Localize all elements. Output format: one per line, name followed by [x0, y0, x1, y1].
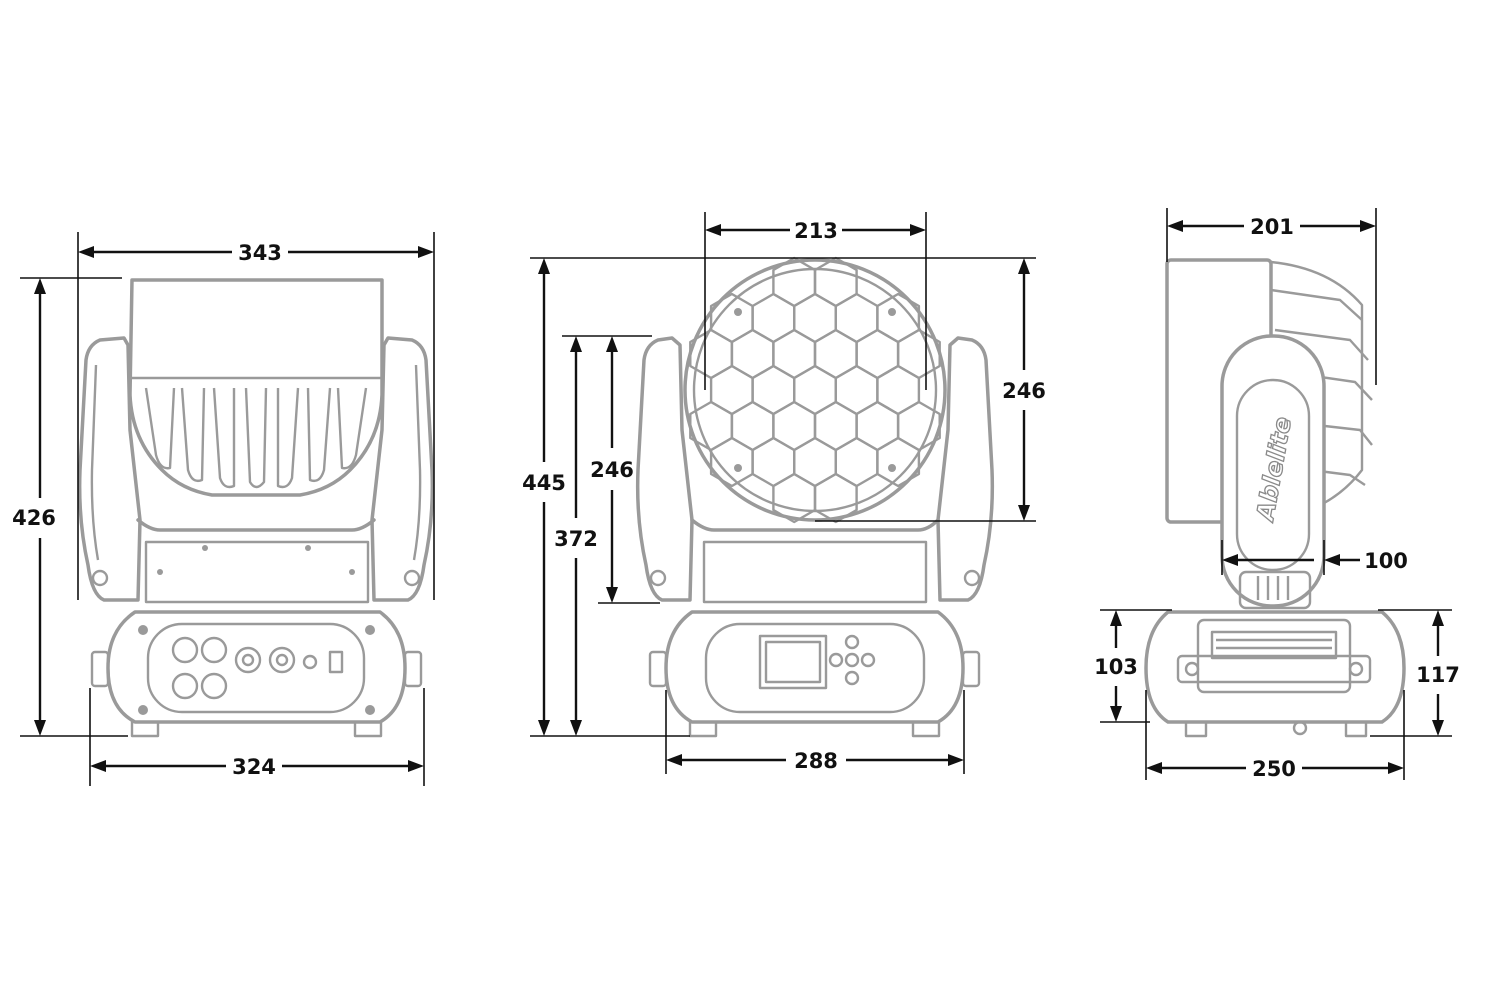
- rear-cooling-fins: [144, 387, 368, 489]
- dim-lens-height: 246: [1002, 379, 1046, 403]
- lcd-display: [758, 634, 828, 690]
- side-base: [1144, 610, 1406, 724]
- dim-total-height: 445: [522, 471, 566, 495]
- dim-arm-height: 372: [554, 527, 598, 551]
- dim-side-base-height: 103: [1094, 655, 1138, 679]
- dim-base-width: 288: [794, 749, 838, 773]
- led-honeycomb: [689, 256, 941, 524]
- side-view: Ablelite: [1144, 258, 1406, 738]
- dim-side-base-width: 250: [1252, 757, 1296, 781]
- front-base: [664, 610, 965, 724]
- dim-rear-base-width: 324: [232, 755, 276, 779]
- rear-right-arm: [370, 336, 435, 602]
- led-cell: [876, 436, 921, 488]
- dim-side-depth: 201: [1250, 215, 1294, 239]
- dim-yoke-height: 246: [590, 458, 634, 482]
- front-right-arm: [936, 336, 995, 602]
- led-cell: [813, 472, 858, 524]
- front-left-arm: [635, 336, 694, 602]
- rear-view: [77, 278, 435, 738]
- dim-lens-width: 213: [794, 219, 838, 243]
- dim-rear-height: 426: [12, 506, 56, 530]
- power-connectors: [234, 646, 344, 674]
- control-buttons: [828, 634, 876, 686]
- side-arm: [1220, 334, 1326, 608]
- dim-rear-width: 343: [238, 241, 282, 265]
- dim-side-base-total: 117: [1416, 663, 1460, 687]
- rear-head: [128, 278, 384, 497]
- dimension-lines: 343 426 324 213 246: [12, 208, 1460, 786]
- front-view: [635, 256, 995, 738]
- rear-left-arm: [77, 336, 142, 602]
- lens-ring-outer: [683, 258, 947, 522]
- dim-side-neck: 100: [1364, 549, 1408, 573]
- xlr-connectors: [171, 636, 228, 700]
